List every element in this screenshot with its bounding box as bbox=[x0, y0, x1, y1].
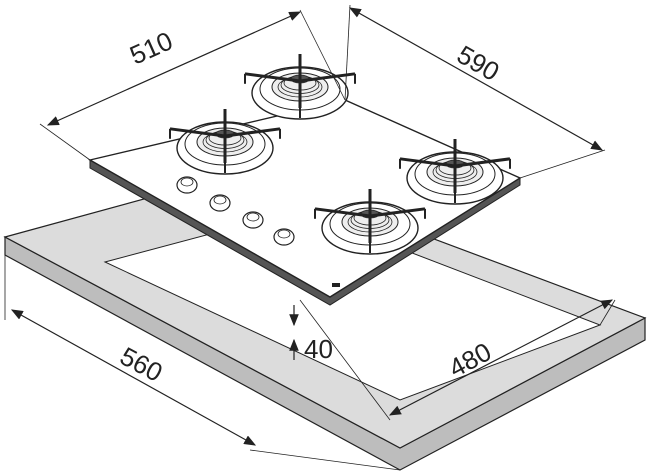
dim-510-label: 510 bbox=[125, 25, 177, 70]
burner-front-right bbox=[399, 139, 511, 205]
dim-590-label: 590 bbox=[452, 39, 505, 87]
dim-560-label: 560 bbox=[115, 341, 167, 388]
burner-rear-left bbox=[169, 109, 281, 175]
knob-3 bbox=[242, 211, 264, 229]
knob-4 bbox=[273, 228, 295, 246]
control-knobs bbox=[176, 176, 295, 246]
dimension-lines bbox=[4, 4, 616, 471]
brand-logo bbox=[332, 283, 340, 287]
knob-2 bbox=[209, 194, 231, 212]
dim-40-label: 40 bbox=[304, 334, 333, 364]
knob-1 bbox=[176, 176, 198, 194]
burner-front-left bbox=[314, 189, 426, 255]
